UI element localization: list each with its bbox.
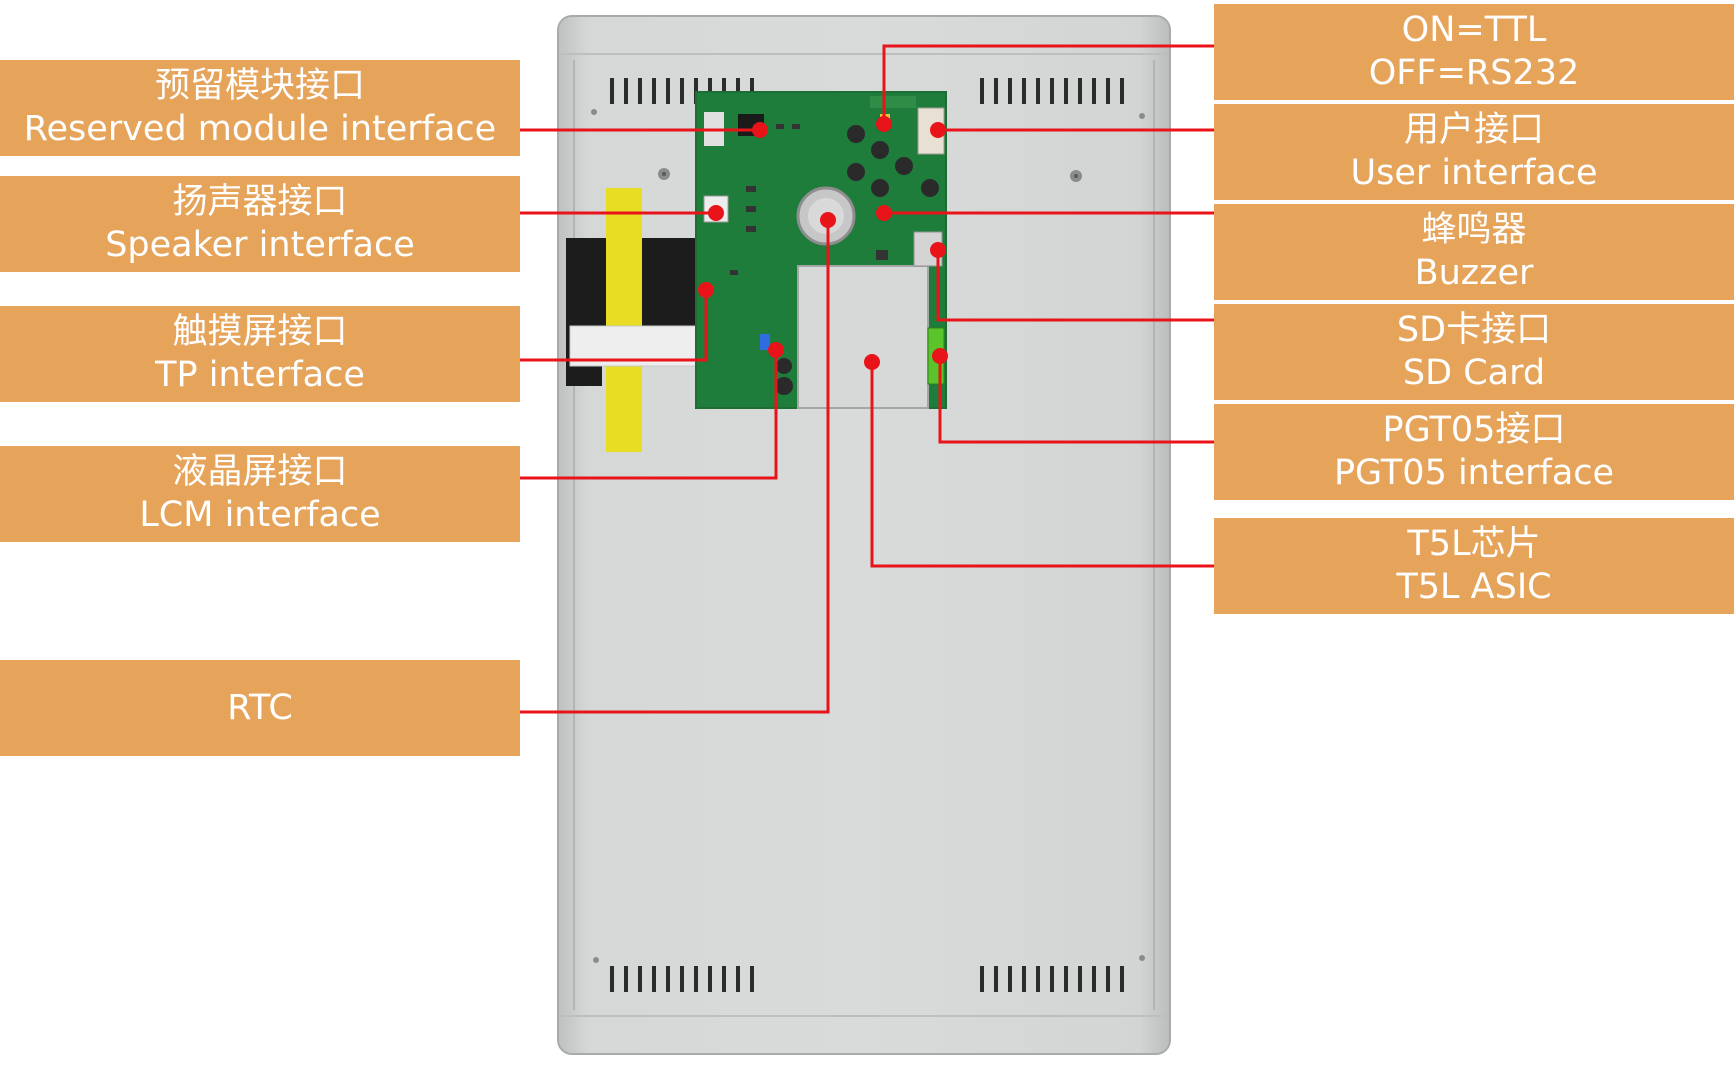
leader-pgt05 xyxy=(938,356,1214,444)
callout-lcm: 液晶屏接口 LCM interface xyxy=(0,446,520,542)
callout-zh: 液晶屏接口 xyxy=(172,452,348,492)
callout-en: T5L ASIC xyxy=(1396,567,1552,607)
dot-sd xyxy=(930,242,946,258)
vent-slots-top-right xyxy=(980,78,1124,104)
dot-ttl xyxy=(876,116,892,132)
callout-t5l-asic: T5L芯片 T5L ASIC xyxy=(1214,518,1734,614)
callout-pgt05: PGT05接口 PGT05 interface xyxy=(1214,404,1734,500)
callout-buzzer: 蜂鸣器 Buzzer xyxy=(1214,204,1734,300)
callout-zh: PGT05接口 xyxy=(1382,410,1566,450)
leader-tp xyxy=(520,290,708,362)
callout-zh: 用户接口 xyxy=(1403,110,1544,150)
dot-reserved xyxy=(752,122,768,138)
callout-zh: 蜂鸣器 xyxy=(1421,210,1527,250)
leader-rtc xyxy=(520,220,830,714)
callout-en: PGT05 interface xyxy=(1333,453,1615,493)
dot-rtc xyxy=(820,212,836,228)
callout-zh: SD卡接口 xyxy=(1396,310,1552,350)
callout-en: TP interface xyxy=(155,355,365,395)
dot-tp xyxy=(698,282,714,298)
callout-zh: 预留模块接口 xyxy=(154,66,365,106)
callout-tp: 触摸屏接口 TP interface xyxy=(0,306,520,402)
leader-dots xyxy=(698,116,948,370)
leader-ttl xyxy=(882,44,1214,124)
callout-zh: 扬声器接口 xyxy=(172,182,348,222)
dot-pgt05 xyxy=(932,348,948,364)
callout-en: LCM interface xyxy=(139,495,381,535)
dot-buzzer xyxy=(876,205,892,221)
vent-slots-bottom-right xyxy=(980,966,1124,992)
callout-sd-card: SD卡接口 SD Card xyxy=(1214,304,1734,400)
mounting-screws xyxy=(591,109,1145,963)
callout-line1: ON=TTL xyxy=(1401,10,1547,50)
callout-en: RTC xyxy=(227,687,293,728)
callout-en: User interface xyxy=(1350,153,1598,193)
callout-reserved-module: 预留模块接口 Reserved module interface xyxy=(0,60,520,156)
dot-lcm xyxy=(768,342,784,358)
t5l-asic-shield xyxy=(797,265,929,409)
callout-en: Buzzer xyxy=(1414,253,1534,293)
callout-zh: T5L芯片 xyxy=(1407,524,1541,564)
callout-ttl-rs232: ON=TTL OFF=RS232 xyxy=(1214,4,1734,100)
callout-line2: OFF=RS232 xyxy=(1368,53,1580,93)
callout-rtc: RTC xyxy=(0,660,520,756)
callout-en: Reserved module interface xyxy=(23,109,497,149)
vent-slots-bottom-left xyxy=(610,966,754,992)
leader-sd xyxy=(936,250,1214,322)
callout-en: Speaker interface xyxy=(105,225,415,265)
callout-speaker: 扬声器接口 Speaker interface xyxy=(0,176,520,272)
callout-zh: 触摸屏接口 xyxy=(172,312,348,352)
dot-t5l xyxy=(864,354,880,370)
callout-user-interface: 用户接口 User interface xyxy=(1214,104,1734,200)
leader-t5l xyxy=(870,362,1214,568)
dot-speaker xyxy=(708,205,724,221)
leader-lcm xyxy=(520,350,778,480)
callout-en: SD Card xyxy=(1402,353,1546,393)
yellow-tape xyxy=(606,188,642,452)
leader-lines xyxy=(520,44,1214,714)
dot-user xyxy=(930,122,946,138)
